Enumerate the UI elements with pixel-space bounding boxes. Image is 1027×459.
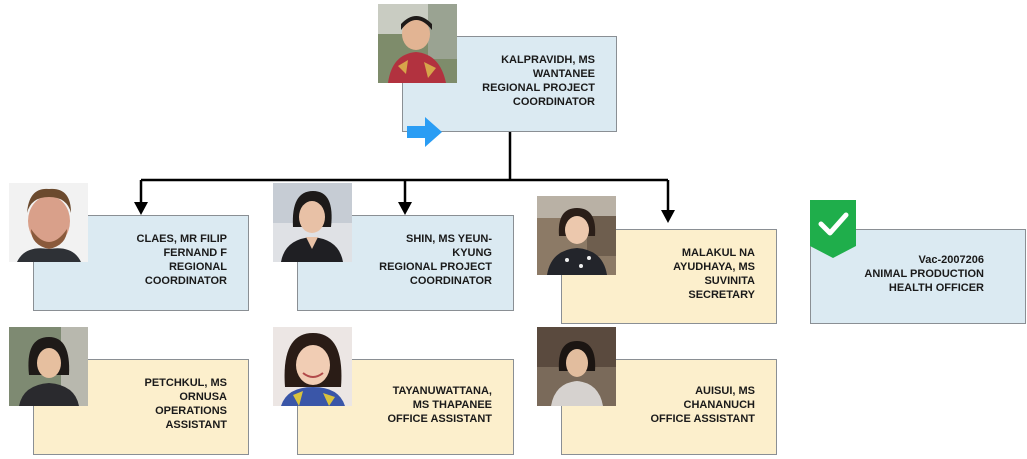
checkmark-icon	[810, 200, 856, 258]
assistant-text-auisui: AUISUI, MS CHANANUCH OFFICE ASSISTANT	[590, 384, 756, 426]
report-text-vacant: Vac-2007206 ANIMAL PRODUCTION HEALTH OFF…	[840, 253, 984, 295]
head-name-line1: KALPRAVIDH, MS	[501, 54, 595, 66]
report-line: CLAES, MR FILIP	[136, 233, 227, 245]
assistant-line: AUISUI, MS	[695, 385, 755, 397]
report-line: SUVINITA	[704, 275, 755, 287]
head-text: KALPRAVIDH, MS WANTANEE REGIONAL PROJECT…	[430, 53, 595, 109]
photo-shin	[273, 183, 352, 262]
report-line: COORDINATOR	[144, 275, 227, 287]
assistant-text-petchkul: PETCHKUL, MS ORNUSA OPERATIONS ASSISTANT	[60, 376, 228, 432]
report-line: REGIONAL PROJECT	[379, 261, 492, 273]
photo-auisui	[537, 327, 616, 406]
head-photo	[378, 4, 457, 83]
report-line: SECRETARY	[688, 289, 755, 301]
report-line: REGIONAL	[168, 261, 227, 273]
assistant-line: OFFICE ASSISTANT	[650, 413, 756, 425]
report-text-malakul: MALAKUL NA AYUDHAYA, MS SUVINITA SECRETA…	[590, 246, 755, 302]
assistant-line: MS THAPANEE	[412, 399, 492, 411]
head-card[interactable]	[402, 36, 617, 132]
head-title-line1: REGIONAL PROJECT	[482, 82, 595, 94]
photo-tayanuwattana	[273, 327, 352, 406]
photo-malakul	[537, 196, 616, 275]
report-line: MALAKUL NA	[681, 247, 755, 259]
photo-petchkul	[9, 327, 88, 406]
report-line: KYUNG	[452, 247, 492, 259]
arrow-right-icon	[407, 117, 442, 147]
assistant-line: OFFICE ASSISTANT	[387, 413, 493, 425]
assistant-line: ORNUSA	[179, 391, 227, 403]
report-text-shin: SHIN, MS YEUN- KYUNG REGIONAL PROJECT CO…	[330, 232, 492, 288]
head-title-line2: COORDINATOR	[512, 96, 595, 108]
report-line: HEALTH OFFICER	[888, 282, 984, 294]
report-text-claes: CLAES, MR FILIP FERNAND F REGIONAL COORD…	[60, 232, 227, 288]
photo-claes	[9, 183, 88, 262]
report-line: FERNAND F	[163, 247, 227, 259]
assistant-line: ASSISTANT	[165, 419, 227, 431]
report-line: AYUDHAYA, MS	[673, 261, 755, 273]
assistant-text-tayanuwattana: TAYANUWATTANA, MS THAPANEE OFFICE ASSIST…	[325, 384, 493, 426]
head-name-line2: WANTANEE	[532, 68, 595, 80]
report-line: COORDINATOR	[409, 275, 492, 287]
report-line: ANIMAL PRODUCTION	[864, 268, 984, 280]
assistant-line: CHANANUCH	[683, 399, 756, 411]
assistant-line: OPERATIONS	[155, 405, 227, 417]
assistant-line: TAYANUWATTANA,	[392, 385, 492, 397]
assistant-line: PETCHKUL, MS	[144, 377, 228, 389]
report-line: Vac-2007206	[918, 254, 984, 266]
report-line: SHIN, MS YEUN-	[406, 233, 492, 245]
